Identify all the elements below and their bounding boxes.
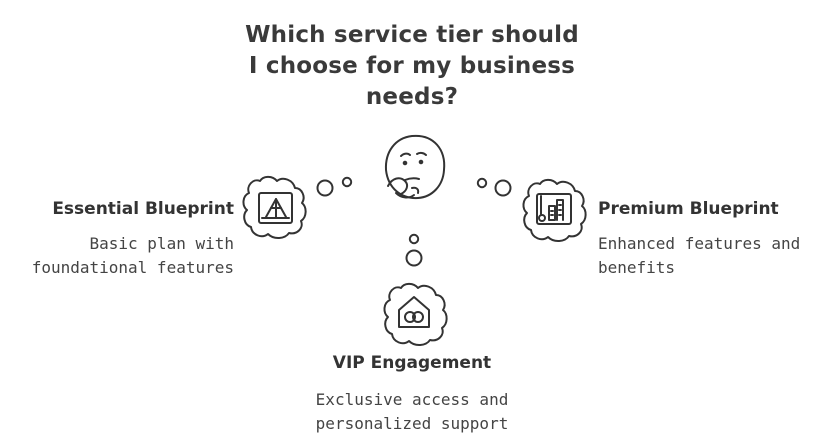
option-desc-line: Exclusive access and (315, 390, 509, 409)
option-heading-vip: VIP Engagement (332, 353, 492, 373)
thinking-face-icon (384, 134, 446, 200)
option-desc-line: Basic plan with (89, 234, 235, 253)
option-heading-essential: Essential Blueprint (52, 199, 234, 219)
blueprint-buildings-icon (522, 178, 587, 242)
option-desc-essential: Basic plan with foundational features (32, 232, 234, 280)
diagram-title: Which service tier should I choose for m… (212, 20, 612, 113)
option-desc-line: foundational features (31, 258, 234, 277)
option-desc-premium: Enhanced features and benefits (598, 232, 800, 280)
thought-bubbles-right (476, 177, 512, 197)
title-line-1: Which service tier should (245, 22, 579, 48)
option-desc-line: Enhanced features and (598, 234, 801, 253)
option-desc-line: personalized support (315, 414, 509, 433)
thought-bubbles-bottom (405, 233, 423, 267)
house-rings-icon (383, 282, 448, 346)
option-desc-line: benefits (598, 258, 676, 277)
building-plan-icon (242, 175, 307, 239)
option-heading-premium: Premium Blueprint (598, 199, 779, 219)
title-line-3: needs? (365, 84, 459, 110)
thought-bubbles-left (316, 176, 353, 197)
title-line-2: I choose for my business (248, 53, 576, 79)
option-desc-vip: Exclusive access and personalized suppor… (262, 388, 562, 436)
